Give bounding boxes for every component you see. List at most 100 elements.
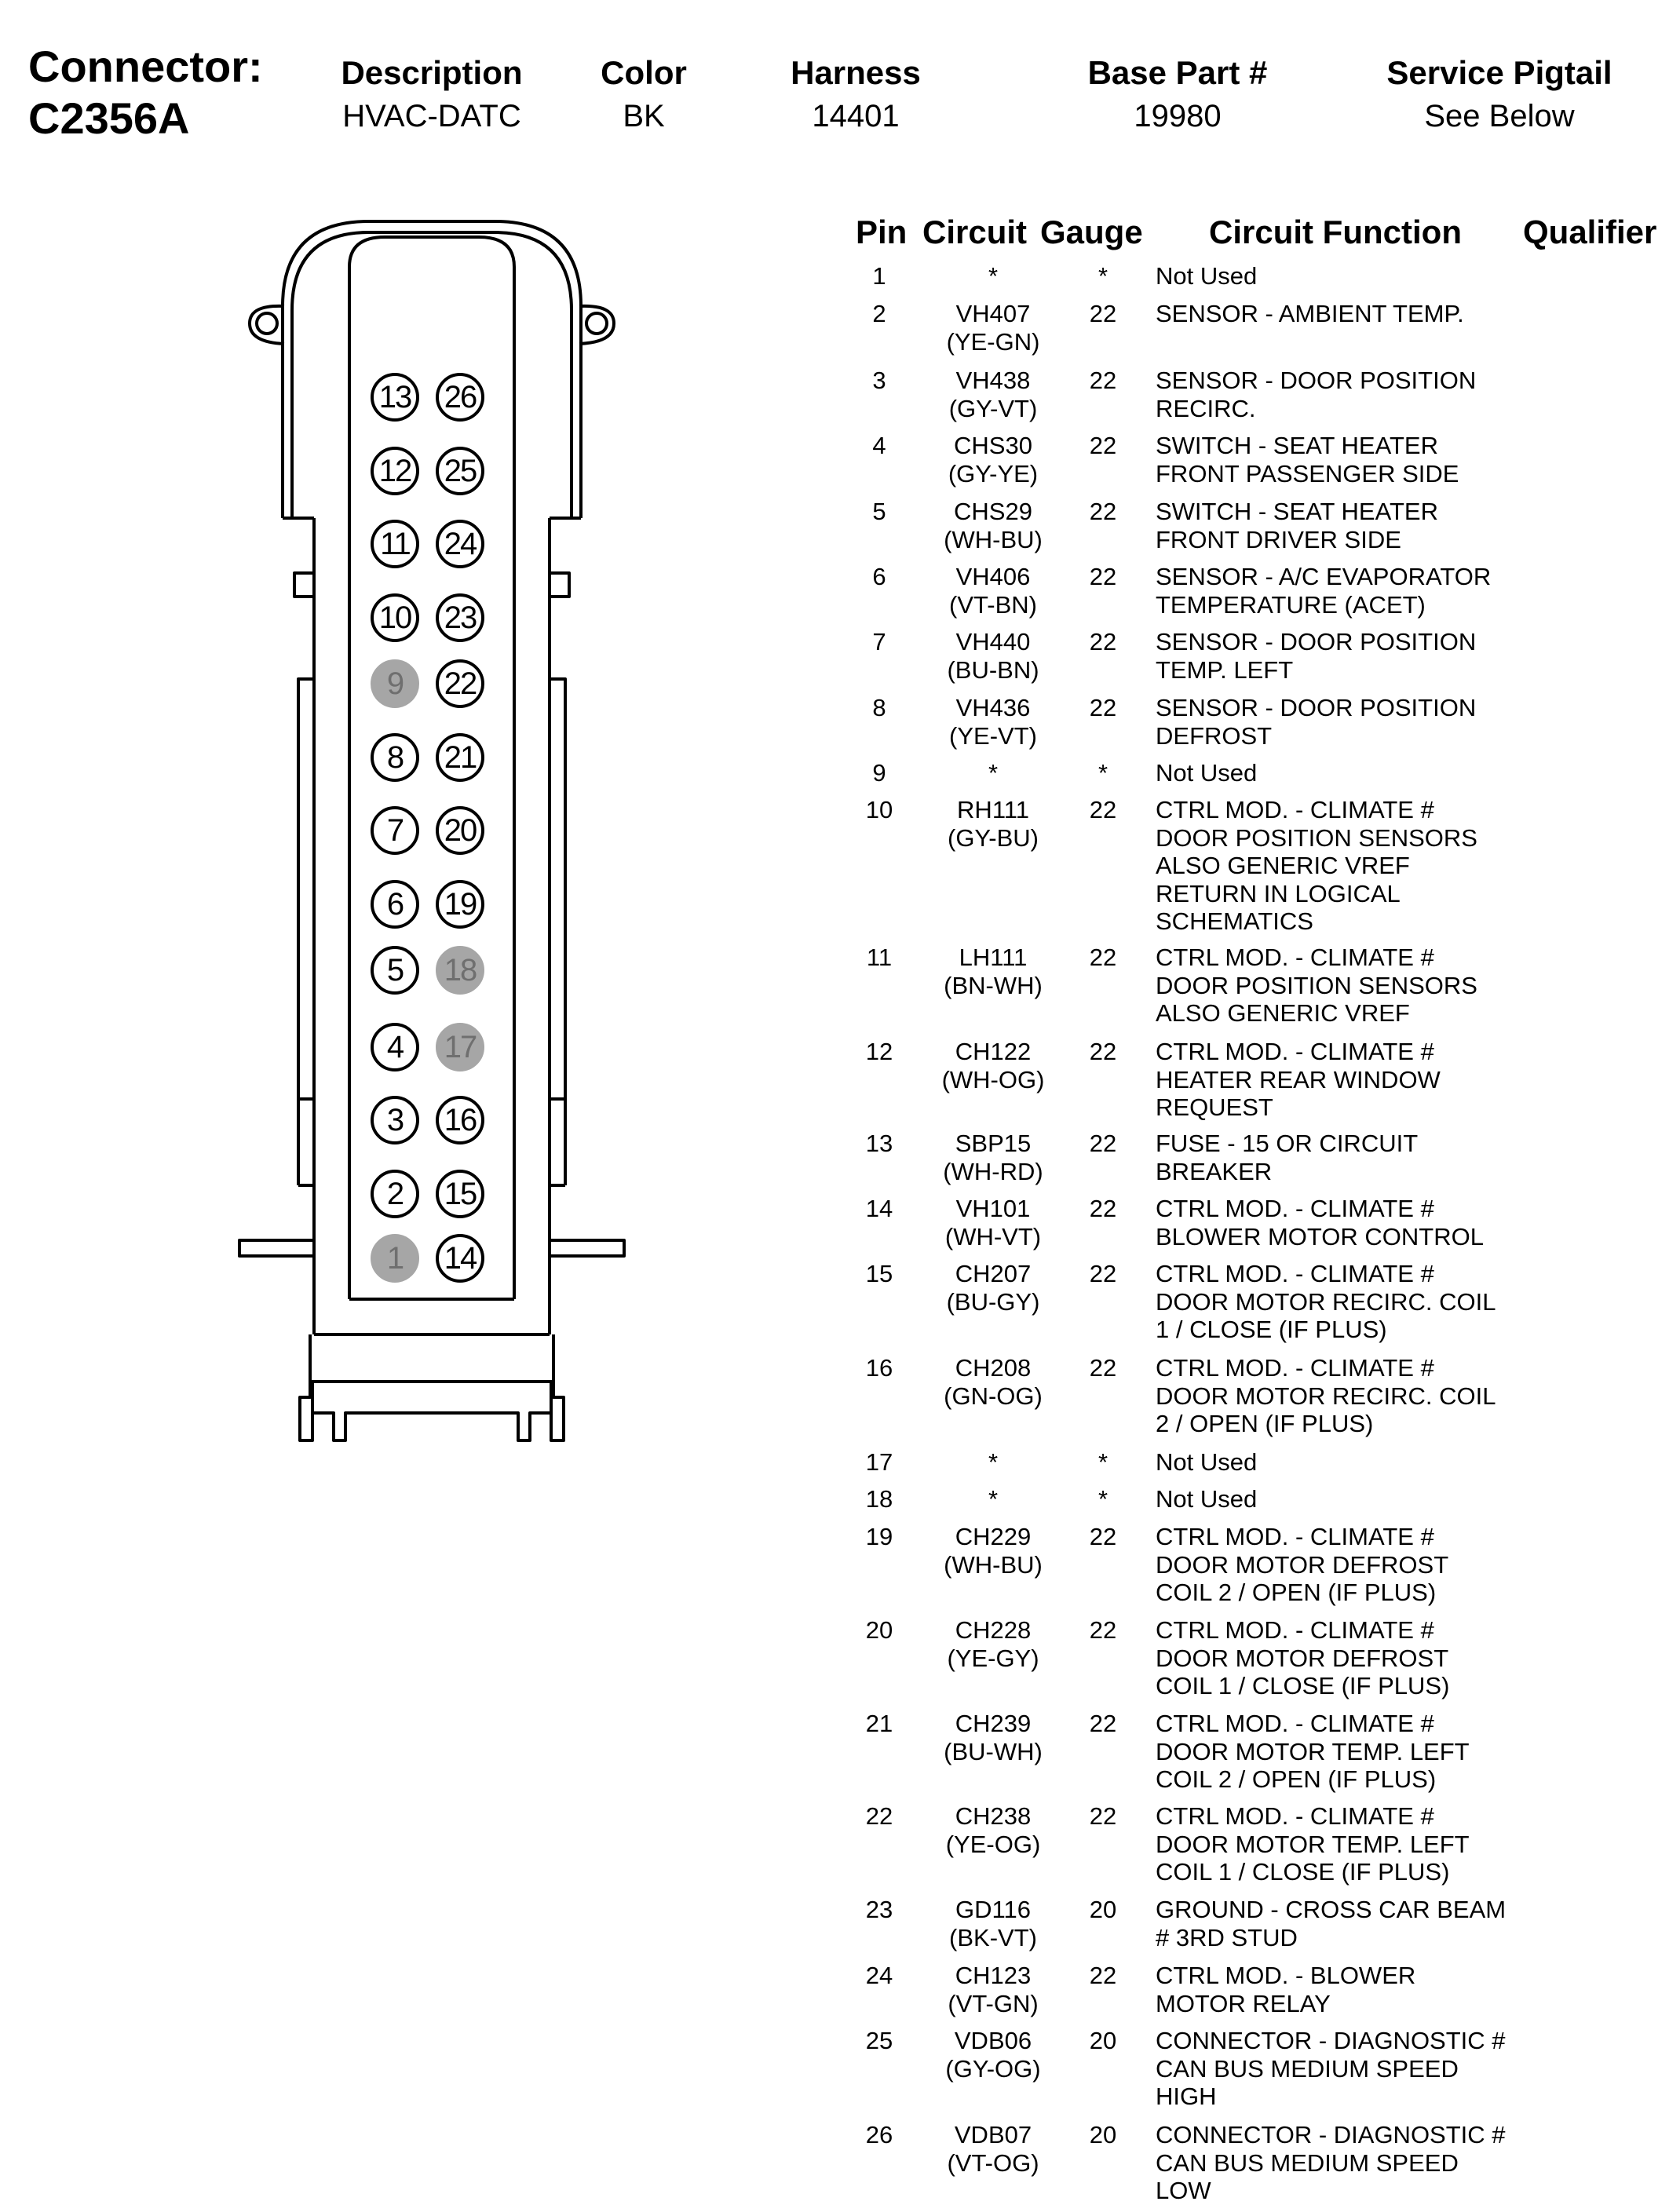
pin-number: 26 [865, 2121, 893, 2148]
circuit-function: GROUND - CROSS CAR BEAM # 3RD STUD [1156, 1896, 1507, 1951]
circuit-code: CH228 [955, 1616, 1032, 1644]
circuit-cell: VH406(VT-BN) [922, 563, 1064, 619]
circuit-code: * [988, 1485, 999, 1513]
pin-table: Pin Circuit Gauge Circuit Function Quali… [840, 214, 1672, 2204]
connector-face-diagram: 13 12 11 10 9 8 7 6 5 4 3 2 1 26 25 24 2… [220, 212, 644, 1452]
circuit-function: SWITCH - SEAT HEATER FRONT PASSENGER SID… [1156, 432, 1459, 487]
gauge: 22 [1089, 563, 1117, 590]
wire-color: (GY-YE) [948, 459, 1039, 487]
circuit-cell: GD116(BK-VT) [922, 1896, 1064, 1951]
circuit-cell: CH229(WH-BU) [922, 1523, 1064, 1579]
circuit-function: SENSOR - AMBIENT TEMP. [1156, 300, 1464, 327]
gauge: 22 [1089, 796, 1117, 823]
header-base-part: Base Part # 19980 [1052, 52, 1303, 138]
header-description: Description HVAC-DATC [290, 52, 573, 138]
pin-number: 16 [865, 1354, 893, 1382]
column-header-gauge: Gauge [1040, 214, 1143, 250]
column-header-circuit: Circuit [922, 214, 1028, 250]
circuit-function: SENSOR - A/C EVAPORATOR TEMPERATURE (ACE… [1156, 563, 1492, 619]
circuit-code: CH123 [955, 1962, 1032, 1989]
wire-color: (VT-OG) [947, 2148, 1039, 2177]
circuit-cell: CH208(GN-OG) [922, 1354, 1064, 1410]
cavity-19: 19 [436, 880, 484, 929]
pin-number: 5 [872, 498, 886, 525]
gauge: 22 [1089, 628, 1117, 655]
circuit-code: CH207 [955, 1260, 1032, 1287]
header-color-heading: Color [601, 54, 687, 91]
wire-color: (BN-WH) [944, 971, 1043, 999]
circuit-code: CH238 [955, 1802, 1032, 1830]
connector-title: Connector: C2356A [28, 41, 263, 144]
circuit-function: Not Used [1156, 759, 1258, 787]
wire-color: (WH-BU) [944, 1550, 1043, 1579]
pin-number: 4 [872, 432, 886, 459]
connector-id: C2356A [28, 93, 190, 143]
circuit-code: VH436 [955, 694, 1031, 721]
pin-number: 13 [865, 1130, 893, 1157]
cavity-26: 26 [436, 373, 484, 422]
header-color-value: BK [623, 99, 665, 133]
circuit-cell: * [922, 1485, 1064, 1513]
wire-color: (BU-WH) [944, 1737, 1043, 1765]
circuit-function: CTRL MOD. - CLIMATE # BLOWER MOTOR CONTR… [1156, 1195, 1484, 1250]
circuit-cell: CH207(BU-GY) [922, 1260, 1064, 1316]
pin-number: 11 [866, 944, 893, 971]
circuit-cell: CH228(YE-GY) [922, 1616, 1064, 1672]
pin-number: 8 [872, 694, 886, 721]
cavity-7: 7 [371, 806, 419, 855]
wire-color: (WH-RD) [943, 1157, 1043, 1185]
gauge: 22 [1089, 694, 1117, 721]
circuit-function: SENSOR - DOOR POSITION TEMP. LEFT [1156, 628, 1477, 684]
pin-number: 22 [865, 1802, 893, 1830]
gauge: 20 [1089, 2121, 1117, 2148]
circuit-code: CHS30 [954, 432, 1032, 459]
circuit-code: * [988, 1448, 999, 1476]
cavity-4: 4 [371, 1023, 419, 1071]
wire-color: (GY-OG) [945, 2054, 1041, 2083]
wire-color: (GY-BU) [948, 823, 1039, 852]
circuit-function: Not Used [1156, 1448, 1258, 1476]
wire-color: (YE-GN) [946, 327, 1040, 356]
pin-number: 24 [865, 1962, 893, 1989]
circuit-code: VH440 [955, 628, 1031, 655]
pin-number: 7 [872, 628, 886, 655]
pin-number: 21 [865, 1710, 893, 1737]
circuit-function: CTRL MOD. - CLIMATE # DOOR POSITION SENS… [1156, 796, 1477, 935]
cavity-23: 23 [436, 593, 484, 642]
header-description-heading: Description [341, 54, 523, 91]
circuit-cell: VDB06(GY-OG) [922, 2027, 1064, 2083]
circuit-function: CONNECTOR - DIAGNOSTIC # CAN BUS MEDIUM … [1156, 2027, 1506, 2110]
circuit-cell: VH440(BU-BN) [922, 628, 1064, 684]
gauge: 22 [1089, 1195, 1117, 1222]
cavity-1: 1 [371, 1234, 419, 1283]
gauge: 22 [1089, 300, 1117, 327]
circuit-code: GD116 [955, 1896, 1031, 1923]
wire-color: (GN-OG) [944, 1382, 1043, 1410]
column-header-pin: Pin [856, 214, 908, 250]
circuit-function: CTRL MOD. - CLIMATE # DOOR MOTOR TEMP. L… [1156, 1802, 1470, 1886]
circuit-code: CH122 [955, 1038, 1032, 1065]
circuit-cell: VH436(YE-VT) [922, 694, 1064, 750]
circuit-function: CTRL MOD. - CLIMATE # DOOR MOTOR DEFROST… [1156, 1616, 1450, 1699]
circuit-code: CH229 [955, 1523, 1032, 1550]
cavity-11: 11 [371, 520, 419, 568]
header-harness: Harness 14401 [754, 52, 958, 138]
gauge: 20 [1089, 1896, 1117, 1923]
circuit-cell: SBP15(WH-RD) [922, 1130, 1064, 1185]
circuit-cell: CH239(BU-WH) [922, 1710, 1064, 1765]
connector-label: Connector: [28, 42, 263, 91]
circuit-code: VH407 [955, 300, 1031, 327]
pin-number: 25 [865, 2027, 893, 2054]
circuit-cell: VDB07(VT-OG) [922, 2121, 1064, 2177]
header-service-pigtail-value: See Below [1424, 99, 1575, 133]
cavity-16: 16 [436, 1096, 484, 1144]
gauge: 22 [1089, 1616, 1117, 1644]
cavity-12: 12 [371, 447, 419, 495]
pin-number: 2 [872, 300, 886, 327]
circuit-cell: CH123(VT-GN) [922, 1962, 1064, 2017]
pin-number: 23 [865, 1896, 893, 1923]
header-description-value: HVAC-DATC [342, 99, 521, 133]
circuit-cell: LH111(BN-WH) [922, 944, 1064, 999]
circuit-code: VDB07 [954, 2121, 1032, 2148]
wire-color: (WH-VT) [944, 1222, 1042, 1250]
